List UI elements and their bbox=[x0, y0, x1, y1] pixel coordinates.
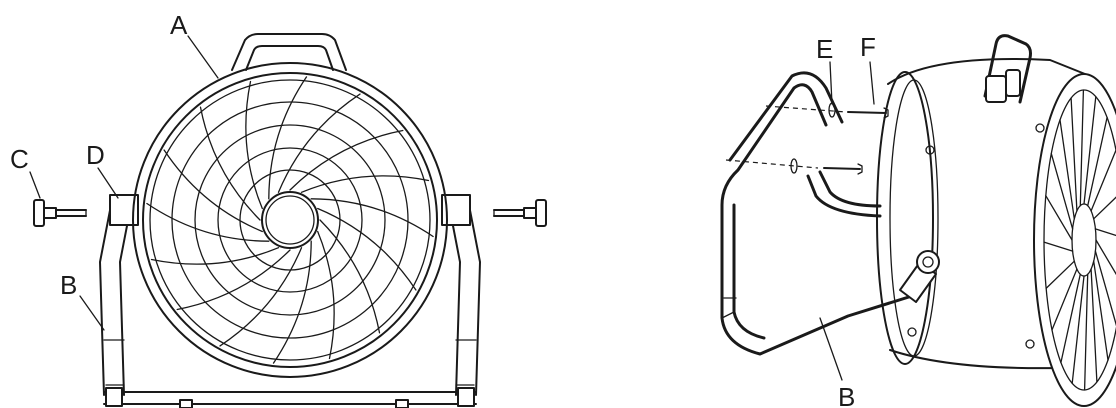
leader-f bbox=[869, 61, 875, 105]
side-handle bbox=[983, 34, 1032, 104]
grill-spoke bbox=[319, 219, 381, 334]
side-view: E F B bbox=[720, 32, 1116, 408]
front-handle bbox=[231, 33, 347, 71]
leader-d bbox=[97, 167, 119, 199]
bolt-upper bbox=[765, 102, 889, 119]
grill-spoke bbox=[289, 129, 404, 191]
leader-a bbox=[187, 35, 219, 79]
front-view: A C D B bbox=[10, 10, 547, 408]
grill-spokes bbox=[146, 76, 434, 364]
label-c: C bbox=[10, 144, 29, 174]
side-grill-spoke bbox=[1093, 196, 1116, 220]
side-grill-spoke bbox=[1043, 241, 1074, 252]
leader-c bbox=[29, 171, 41, 199]
grill-spoke bbox=[150, 247, 280, 265]
grill-spoke bbox=[277, 93, 361, 193]
leader-b-left bbox=[79, 295, 105, 331]
grill-spoke bbox=[146, 202, 270, 242]
leader-e bbox=[829, 61, 833, 105]
side-grill-spoke bbox=[1070, 97, 1078, 212]
label-f: F bbox=[860, 32, 876, 62]
side-grill-spoke bbox=[1079, 89, 1085, 207]
grill-spoke bbox=[219, 247, 303, 347]
stand-frame bbox=[720, 71, 914, 356]
grill-spoke bbox=[176, 249, 291, 311]
side-grill-spoke bbox=[1087, 116, 1108, 207]
grill-spoke bbox=[199, 106, 261, 221]
side-grill-spoke bbox=[1094, 228, 1116, 237]
side-grill-spoke bbox=[1095, 239, 1116, 276]
label-a: A bbox=[170, 10, 188, 40]
side-grill-spoke bbox=[1090, 149, 1116, 212]
pivot-knob bbox=[899, 250, 940, 303]
side-grill-spoke bbox=[1060, 273, 1081, 364]
side-grill-spoke bbox=[1083, 273, 1089, 391]
side-grill-spoke bbox=[1093, 260, 1109, 361]
label-d: D bbox=[86, 140, 105, 170]
side-grill-spoke bbox=[1059, 119, 1075, 220]
grill-spoke bbox=[317, 230, 335, 360]
side-grill-spoke bbox=[1071, 275, 1085, 384]
leader-b-right bbox=[819, 317, 843, 381]
knob-screw-left bbox=[33, 199, 87, 227]
label-b-right: B bbox=[838, 382, 855, 408]
hub bbox=[261, 191, 319, 249]
side-grill-spoke bbox=[1083, 96, 1097, 205]
side-grill-spoke bbox=[1094, 250, 1116, 327]
side-grill-spoke bbox=[1090, 268, 1098, 383]
fan-drum bbox=[876, 58, 1116, 407]
bolt-lower bbox=[725, 158, 863, 175]
side-grill-spoke bbox=[1045, 260, 1075, 290]
fan-body bbox=[132, 62, 448, 378]
base-bar bbox=[103, 387, 477, 408]
grill-spoke bbox=[268, 76, 308, 200]
side-grill-spoke bbox=[1050, 152, 1074, 230]
label-e: E bbox=[816, 34, 833, 64]
grill-spoke bbox=[272, 240, 312, 364]
side-grill-spoke bbox=[1045, 195, 1073, 241]
label-b-left: B bbox=[60, 270, 77, 300]
grill-spoke bbox=[310, 198, 434, 238]
grill-spoke bbox=[317, 207, 417, 291]
knob-screw-right bbox=[493, 199, 547, 227]
grill-spoke bbox=[245, 80, 263, 210]
side-grill-spoke bbox=[1051, 268, 1078, 331]
side-grill-spokes bbox=[1043, 89, 1116, 391]
grill-spoke bbox=[163, 149, 263, 233]
grill-spoke bbox=[300, 175, 430, 193]
